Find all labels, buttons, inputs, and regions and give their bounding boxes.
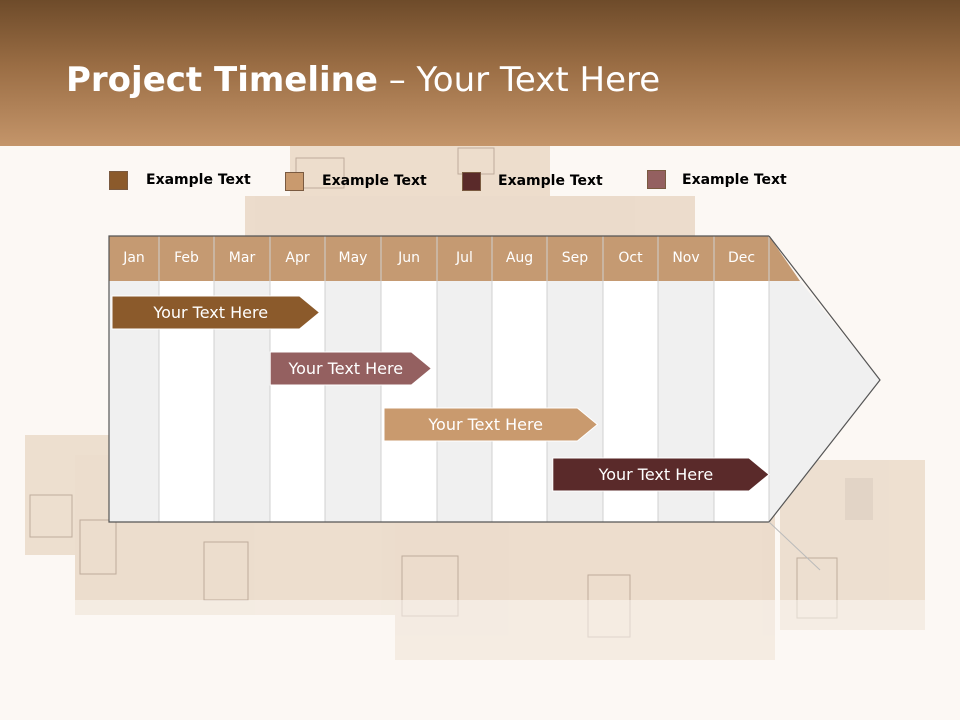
- task-label-1: Your Text Here: [153, 303, 269, 322]
- header-band: Project Timeline – Your Text Here: [0, 0, 960, 146]
- legend-swatch-2: [285, 172, 304, 191]
- month-column-6: [381, 281, 437, 522]
- month-label-oct: Oct: [618, 250, 643, 266]
- task-label-4: Your Text Here: [598, 465, 714, 484]
- page-title: Project Timeline – Your Text Here: [66, 58, 660, 102]
- month-column-8: [492, 281, 547, 522]
- timeline-arrowhead: [769, 281, 880, 522]
- title-bold: Project Timeline: [66, 60, 378, 100]
- legend-swatch-1: [109, 171, 128, 190]
- task-label-2: Your Text Here: [288, 359, 404, 378]
- legend-swatch-3: [462, 172, 481, 191]
- legend-label-1: Example Text: [146, 172, 251, 188]
- task-label-3: Your Text Here: [428, 415, 544, 434]
- task-bar-1: [111, 295, 321, 330]
- legend-swatch-4: [647, 170, 666, 189]
- arrow-outline: [768, 235, 881, 523]
- timeline-outline: [108, 235, 769, 523]
- month-label-apr: Apr: [285, 250, 310, 266]
- month-header-band: [109, 236, 800, 281]
- month-label-jan: Jan: [123, 250, 145, 266]
- month-column-5: [325, 281, 381, 522]
- month-label-sep: Sep: [561, 250, 589, 266]
- legend-label-2: Example Text: [322, 173, 427, 189]
- month-label-nov: Nov: [672, 250, 700, 266]
- task-bar-2: [269, 351, 433, 386]
- month-label-dec: Dec: [727, 250, 756, 266]
- legend-label-4: Example Text: [682, 172, 787, 188]
- title-rest: – Your Text Here: [377, 60, 661, 100]
- month-label-aug: Aug: [505, 250, 534, 266]
- arrow-reflection: [768, 521, 821, 571]
- month-label-mar: Mar: [228, 250, 256, 266]
- month-label-may: May: [338, 250, 368, 266]
- legend-label-3: Example Text: [498, 173, 603, 189]
- month-column-7: [437, 281, 492, 522]
- task-bar-3: [383, 407, 599, 442]
- month-label-jun: Jun: [398, 250, 420, 266]
- month-label-feb: Feb: [174, 250, 199, 266]
- month-label-jul: Jul: [456, 250, 473, 266]
- task-bar-4: [552, 457, 770, 492]
